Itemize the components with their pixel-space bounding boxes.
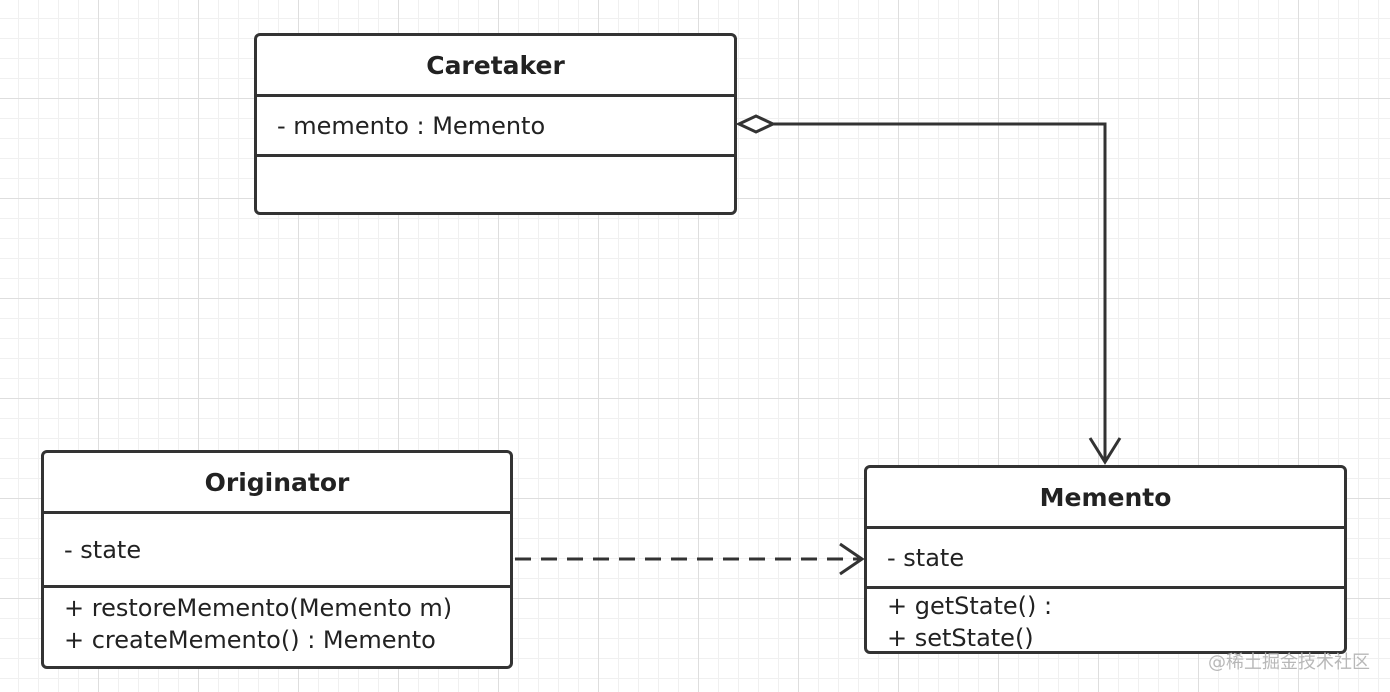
caretaker-attributes: - memento : Memento — [257, 97, 734, 157]
aggregation-connector[interactable] — [735, 114, 1122, 465]
memento-attributes: - state — [867, 529, 1344, 589]
originator-class-name: Originator — [44, 453, 510, 514]
aggregation-line — [773, 122, 1107, 462]
originator-attribute-state: - state — [64, 535, 142, 564]
memento-attribute-state: - state — [887, 543, 965, 572]
originator-operations: + restoreMemento(Memento m) + createMeme… — [44, 588, 510, 656]
memento-operation-set-state: + setState() — [887, 624, 1034, 652]
dependency-arrowhead — [839, 542, 865, 576]
memento-class-name: Memento — [867, 468, 1344, 529]
watermark: @稀土掘金技术社区 — [1208, 652, 1370, 673]
originator-attributes: - state — [44, 514, 510, 588]
memento-operations: + getState() : + setState() — [867, 589, 1344, 654]
originator-class[interactable]: Originator - state + restoreMemento(Meme… — [41, 450, 513, 669]
caretaker-operations — [257, 157, 734, 212]
originator-operation-create-memento: + createMemento() : Memento — [64, 626, 436, 654]
memento-class[interactable]: Memento - state + getState() : + setStat… — [864, 465, 1347, 654]
caretaker-class-name: Caretaker — [257, 36, 734, 97]
caretaker-attribute-memento: - memento : Memento — [277, 111, 546, 140]
dependency-connector[interactable] — [515, 542, 865, 576]
caretaker-class[interactable]: Caretaker - memento : Memento — [254, 33, 737, 215]
aggregation-arrowhead — [1088, 437, 1122, 465]
memento-operation-get-state: + getState() : — [887, 592, 1053, 620]
aggregation-diamond — [735, 114, 777, 134]
originator-operation-restore-memento: + restoreMemento(Memento m) — [64, 594, 453, 622]
